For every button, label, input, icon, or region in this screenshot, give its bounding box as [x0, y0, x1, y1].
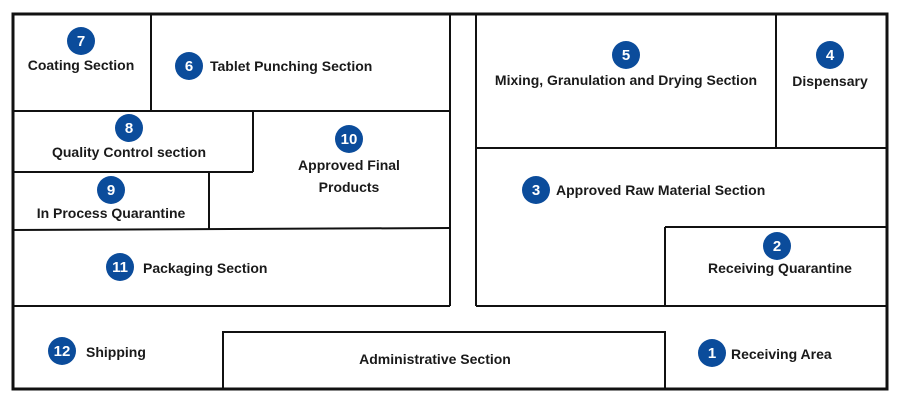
section-receiving-area[interactable]: 1 Receiving Area — [698, 339, 832, 367]
section-approved-raw-material[interactable]: 3 Approved Raw Material Section — [522, 176, 765, 204]
section-number: 9 — [107, 182, 115, 199]
section-packaging[interactable]: 11 Packaging Section — [106, 253, 267, 281]
section-label: Coating Section — [28, 57, 135, 73]
section-dispensary[interactable]: 4 Dispensary — [792, 41, 868, 89]
section-label: Packaging Section — [143, 260, 267, 276]
section-number: 11 — [112, 259, 128, 276]
section-label-line2: Products — [319, 179, 380, 195]
section-number-badge — [522, 176, 550, 204]
section-number: 5 — [622, 47, 630, 64]
section-number-badge — [48, 337, 76, 365]
section-number: 1 — [708, 345, 716, 362]
section-number-badge — [763, 232, 791, 260]
section-label: Tablet Punching Section — [210, 58, 372, 74]
section-label: In Process Quarantine — [37, 205, 186, 221]
section-coating[interactable]: 7 Coating Section — [28, 27, 135, 73]
section-quality-control[interactable]: 8 Quality Control section — [52, 114, 206, 160]
section-number-badge — [67, 27, 95, 55]
section-number-badge — [97, 176, 125, 204]
left-block-walls — [12, 14, 451, 307]
section-number: 8 — [125, 120, 133, 137]
section-number-badge — [698, 339, 726, 367]
section-label: Receiving Area — [731, 346, 832, 362]
section-number-badge — [335, 125, 363, 153]
section-label: Shipping — [86, 344, 146, 360]
administrative-section-box — [222, 331, 666, 390]
section-number: 3 — [532, 182, 540, 199]
section-in-process-quarantine[interactable]: 9 In Process Quarantine — [37, 176, 186, 221]
section-number: 10 — [341, 131, 358, 148]
section-label: Approved Raw Material Section — [556, 182, 765, 198]
section-number: 12 — [54, 343, 71, 360]
section-number-badge — [816, 41, 844, 69]
section-number-badge — [175, 52, 203, 80]
section-approved-final-products[interactable]: 10 Approved Final Products — [298, 125, 400, 195]
section-mixing-granulation-drying[interactable]: 5 Mixing, Granulation and Drying Section — [495, 41, 757, 88]
section-number: 6 — [185, 58, 193, 75]
section-number-badge — [106, 253, 134, 281]
section-shipping[interactable]: 12 Shipping — [48, 337, 146, 365]
section-label: Mixing, Granulation and Drying Section — [495, 72, 757, 88]
section-label: Dispensary — [792, 73, 868, 89]
section-number: 2 — [773, 238, 781, 255]
section-tablet-punching[interactable]: 6 Tablet Punching Section — [175, 52, 372, 80]
section-label-line1: Approved Final — [298, 157, 400, 173]
section-label: Quality Control section — [52, 144, 206, 160]
section-administrative[interactable]: Administrative Section — [359, 351, 511, 367]
section-label: Receiving Quarantine — [708, 260, 852, 276]
right-block-walls — [475, 14, 887, 307]
section-receiving-quarantine[interactable]: 2 Receiving Quarantine — [708, 232, 852, 276]
section-number-badge — [115, 114, 143, 142]
section-number: 4 — [826, 47, 835, 64]
section-label: Administrative Section — [359, 351, 511, 367]
section-number-badge — [612, 41, 640, 69]
section-number: 7 — [77, 33, 85, 50]
